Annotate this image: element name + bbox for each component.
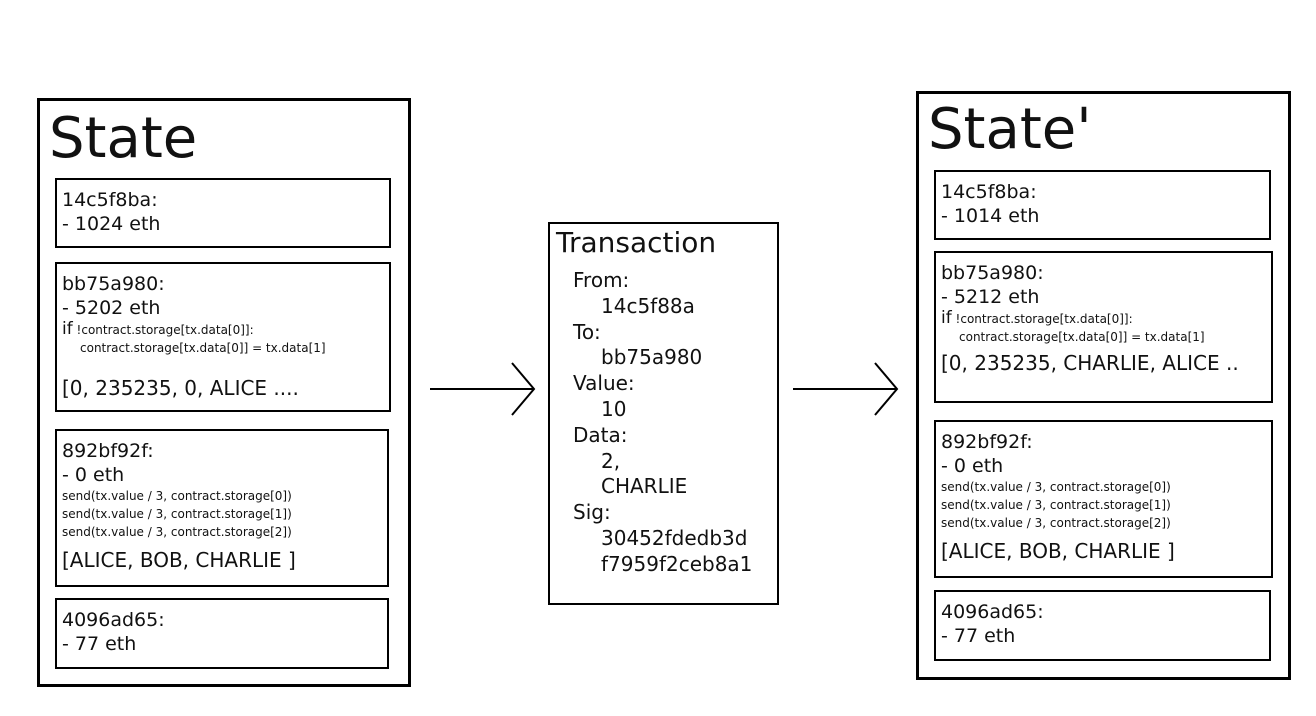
account-balance: - 0 eth — [62, 464, 125, 486]
tx-to-value: bb75a980 — [601, 345, 703, 370]
account-address: 4096ad65: — [941, 601, 1044, 623]
tx-from-value: 14c5f88a — [601, 293, 695, 318]
right-arrow-icon — [793, 362, 899, 416]
contract-code-if: if !contract.storage[tx.data[0]]: — [941, 309, 1271, 328]
tx-sig-value: 30452fdedb3d — [601, 525, 748, 550]
contract-code-line: send(tx.value / 3, contract.storage[1]) — [941, 498, 1171, 512]
if-keyword: if — [62, 319, 73, 339]
account-address: 892bf92f: — [941, 431, 1033, 453]
account-box-4096ad65: 4096ad65: - 77 eth — [55, 598, 389, 669]
account-box-892bf92f: 892bf92f: - 0 eth send(tx.value / 3, con… — [934, 420, 1273, 578]
tx-from-label: From: — [573, 268, 630, 292]
account-address: 892bf92f: — [62, 440, 154, 462]
state-title: State — [49, 106, 198, 171]
contract-code-line: send(tx.value / 3, contract.storage[0]) — [941, 480, 1171, 494]
state-after-box: State' 14c5f8ba: - 1014 eth bb75a980: - … — [916, 91, 1291, 680]
account-address: 14c5f8ba: — [941, 181, 1037, 203]
transaction-fields: From: 14c5f88a To: bb75a980 Value: 10 Da… — [573, 268, 752, 578]
contract-storage: [ALICE, BOB, CHARLIE ] — [62, 548, 296, 572]
tx-sig-value: f7959f2ceb8a1 — [601, 551, 753, 576]
if-condition: !contract.storage[tx.data[0]]: — [955, 312, 1133, 326]
tx-data-value: CHARLIE — [601, 474, 688, 499]
account-box-bb75a980: bb75a980: - 5212 eth if !contract.storag… — [934, 251, 1273, 403]
account-box-892bf92f: 892bf92f: - 0 eth send(tx.value / 3, con… — [55, 429, 389, 587]
state-title: State' — [928, 97, 1092, 162]
contract-code-line: send(tx.value / 3, contract.storage[0]) — [62, 489, 292, 503]
account-balance: - 77 eth — [941, 625, 1016, 647]
contract-storage: [0, 235235, 0, ALICE .... — [62, 376, 299, 400]
account-address: bb75a980: — [62, 273, 165, 295]
tx-sig-label: Sig: — [573, 500, 611, 525]
contract-code-line: send(tx.value / 3, contract.storage[1]) — [62, 507, 292, 521]
account-box-4096ad65: 4096ad65: - 77 eth — [934, 590, 1271, 661]
account-balance: - 0 eth — [941, 455, 1004, 477]
tx-data-label: Data: — [573, 422, 628, 447]
transaction-box: Transaction From: 14c5f88a To: bb75a980 … — [548, 222, 779, 605]
account-balance: - 5212 eth — [941, 286, 1040, 308]
contract-storage: [0, 235235, CHARLIE, ALICE .. — [941, 351, 1239, 375]
if-keyword: if — [941, 308, 952, 328]
state-before-box: State 14c5f8ba: - 1024 eth bb75a980: - 5… — [37, 98, 411, 687]
transaction-title: Transaction — [556, 226, 717, 259]
account-balance: - 1024 eth — [62, 213, 161, 235]
tx-value-label: Value: — [573, 371, 635, 396]
account-balance: - 1014 eth — [941, 205, 1040, 227]
contract-code-line: send(tx.value / 3, contract.storage[2]) — [62, 525, 292, 539]
contract-storage: [ALICE, BOB, CHARLIE ] — [941, 539, 1175, 563]
contract-code-if: if !contract.storage[tx.data[0]]: — [62, 320, 389, 339]
tx-value-value: 10 — [601, 396, 627, 421]
account-balance: - 5202 eth — [62, 297, 161, 319]
account-box-14c5f8ba: 14c5f8ba: - 1014 eth — [934, 170, 1271, 240]
right-arrow-icon — [430, 362, 536, 416]
account-address: bb75a980: — [941, 262, 1044, 284]
contract-code-line: send(tx.value / 3, contract.storage[2]) — [941, 516, 1171, 530]
account-balance: - 77 eth — [62, 633, 137, 655]
tx-to-label: To: — [573, 319, 601, 344]
account-address: 14c5f8ba: — [62, 189, 158, 211]
account-box-14c5f8ba: 14c5f8ba: - 1024 eth — [55, 178, 391, 248]
contract-code-body: contract.storage[tx.data[0]] = tx.data[1… — [80, 341, 326, 355]
tx-data-value: 2, — [601, 448, 621, 473]
if-condition: !contract.storage[tx.data[0]]: — [76, 323, 254, 337]
contract-code-body: contract.storage[tx.data[0]] = tx.data[1… — [959, 330, 1205, 344]
account-address: 4096ad65: — [62, 609, 165, 631]
account-box-bb75a980: bb75a980: - 5202 eth if !contract.storag… — [55, 262, 391, 412]
